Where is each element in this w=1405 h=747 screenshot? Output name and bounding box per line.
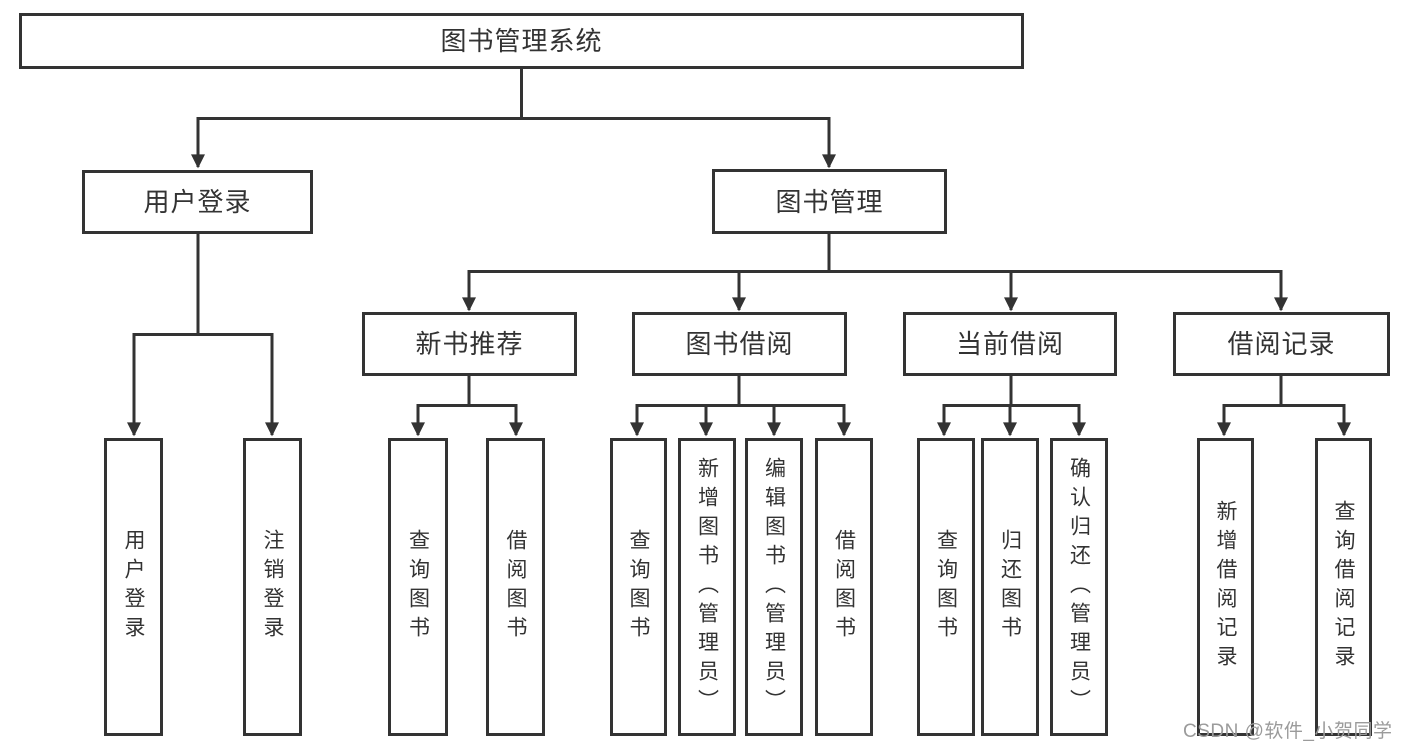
leaf-confirm-return-admin: 确认归还（管理员） bbox=[1050, 438, 1108, 736]
leaf-query-borrow-record: 查询借阅记录 bbox=[1315, 438, 1372, 736]
leaf-label: 用户登录 bbox=[122, 529, 145, 645]
leaf-borrow-books-newbook: 借阅图书 bbox=[486, 438, 545, 736]
csdn-watermark: CSDN @软件_小贺同学 bbox=[1183, 721, 1393, 742]
node-current-borrowing: 当前借阅 bbox=[903, 312, 1117, 376]
leaf-return-books: 归还图书 bbox=[981, 438, 1039, 736]
leaf-logout-login: 注销登录 bbox=[243, 438, 302, 736]
leaf-query-books-borrowing: 查询图书 bbox=[610, 438, 667, 736]
node-new-book-recommend: 新书推荐 bbox=[362, 312, 577, 376]
leaf-label: 新增借阅记录 bbox=[1214, 500, 1237, 674]
leaf-query-books-current: 查询图书 bbox=[917, 438, 975, 736]
leaf-label: 编辑图书（管理员） bbox=[762, 456, 786, 718]
leaf-label: 确认归还（管理员） bbox=[1067, 456, 1091, 718]
leaf-label: 借阅图书 bbox=[504, 529, 527, 645]
node-user-login: 用户登录 bbox=[82, 170, 313, 234]
leaf-label: 新增图书（管理员） bbox=[695, 456, 719, 718]
node-book-management: 图书管理 bbox=[712, 169, 947, 234]
node-library-system: 图书管理系统 bbox=[19, 13, 1024, 69]
leaf-label: 查询图书 bbox=[627, 529, 650, 645]
leaf-user-login: 用户登录 bbox=[104, 438, 163, 736]
leaf-add-borrow-record: 新增借阅记录 bbox=[1197, 438, 1254, 736]
leaf-add-books-admin: 新增图书（管理员） bbox=[678, 438, 736, 736]
leaf-borrow-books-borrowing: 借阅图书 bbox=[815, 438, 873, 736]
leaf-label: 查询图书 bbox=[934, 529, 958, 645]
node-borrowing-records: 借阅记录 bbox=[1173, 312, 1390, 376]
leaf-query-books-newbook: 查询图书 bbox=[388, 438, 448, 736]
leaf-label: 借阅图书 bbox=[832, 529, 856, 645]
leaf-label: 归还图书 bbox=[998, 529, 1022, 645]
leaf-edit-books-admin: 编辑图书（管理员） bbox=[745, 438, 803, 736]
leaf-label: 查询图书 bbox=[406, 529, 430, 645]
leaf-label: 注销登录 bbox=[261, 529, 284, 645]
leaf-label: 查询借阅记录 bbox=[1332, 500, 1355, 674]
node-book-borrowing: 图书借阅 bbox=[632, 312, 847, 376]
